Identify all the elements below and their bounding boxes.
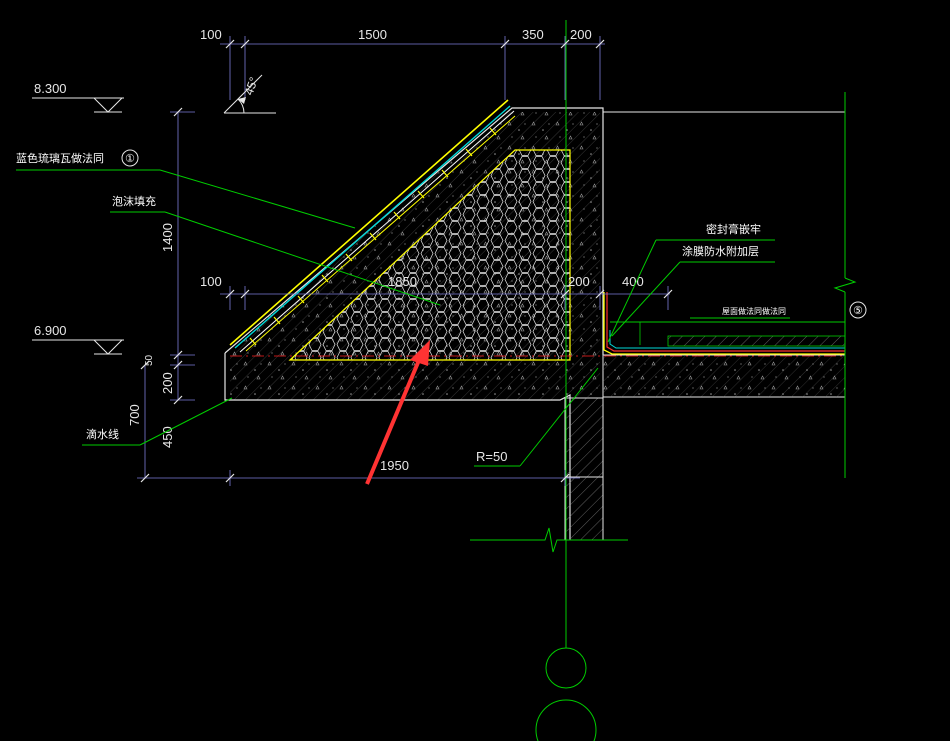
slope-angle-symbol: 45° <box>223 74 276 114</box>
dim-vert-1400: 1400 <box>160 223 175 252</box>
elevation-8300: 8.300 <box>32 81 124 113</box>
label-waterproof: 涂膜防水附加层 <box>682 244 759 258</box>
dim-top-1: 100 <box>200 27 222 42</box>
waterproof-layers <box>603 292 846 355</box>
dim-top-3: 350 <box>522 27 544 42</box>
label-roof: 屋面做法同做法同 <box>722 306 786 316</box>
callout-1: ① <box>125 152 135 165</box>
label-sealant: 密封膏嵌牢 <box>706 222 761 236</box>
dim-mid-2: 1850 <box>388 274 417 289</box>
elevation-6900: 6.900 <box>32 323 124 355</box>
red-arrow <box>365 340 430 485</box>
dim-mid-1: 100 <box>200 274 222 289</box>
callout-circle-1 <box>121 149 139 167</box>
angle-label: 45° <box>242 75 261 97</box>
dim-bottom: 1950 <box>380 458 409 473</box>
label-foam-fill: 泡沫填充 <box>112 194 156 208</box>
grid-axis <box>470 20 857 741</box>
callout-circle-5 <box>849 301 867 319</box>
dim-mid-3: 200 <box>568 274 590 289</box>
annotations: 蓝色琉璃瓦做法同 泡沫填充 滴水线 密封膏嵌牢 涂膜防水附加层 屋面做法同做法同… <box>16 151 786 464</box>
dim-top-2: 1500 <box>358 27 387 42</box>
dim-top-4: 200 <box>570 27 592 42</box>
dimension-ticks <box>140 39 673 483</box>
label-radius: R=50 <box>476 449 507 464</box>
dim-vert-200: 200 <box>160 372 175 394</box>
callout-5: ⑤ <box>853 304 863 317</box>
dimension-labels: 100 1500 350 200 100 1850 200 400 1950 1… <box>127 27 644 473</box>
dim-vert-450: 450 <box>160 426 175 448</box>
leader-lines <box>16 169 790 467</box>
dim-mid-4: 400 <box>622 274 644 289</box>
sloped-tile-layers <box>229 99 516 353</box>
label-blue-tile: 蓝色琉璃瓦做法同 <box>16 151 104 165</box>
dim-vert-50: 50 <box>144 354 155 366</box>
elevation-label-8300: 8.300 <box>34 81 67 96</box>
dim-vert-700: 700 <box>127 404 142 426</box>
dimension-lines <box>137 36 670 486</box>
elevation-label-6900: 6.900 <box>34 323 67 338</box>
foam-fill <box>288 149 571 361</box>
label-drip-line: 滴水线 <box>86 427 119 441</box>
